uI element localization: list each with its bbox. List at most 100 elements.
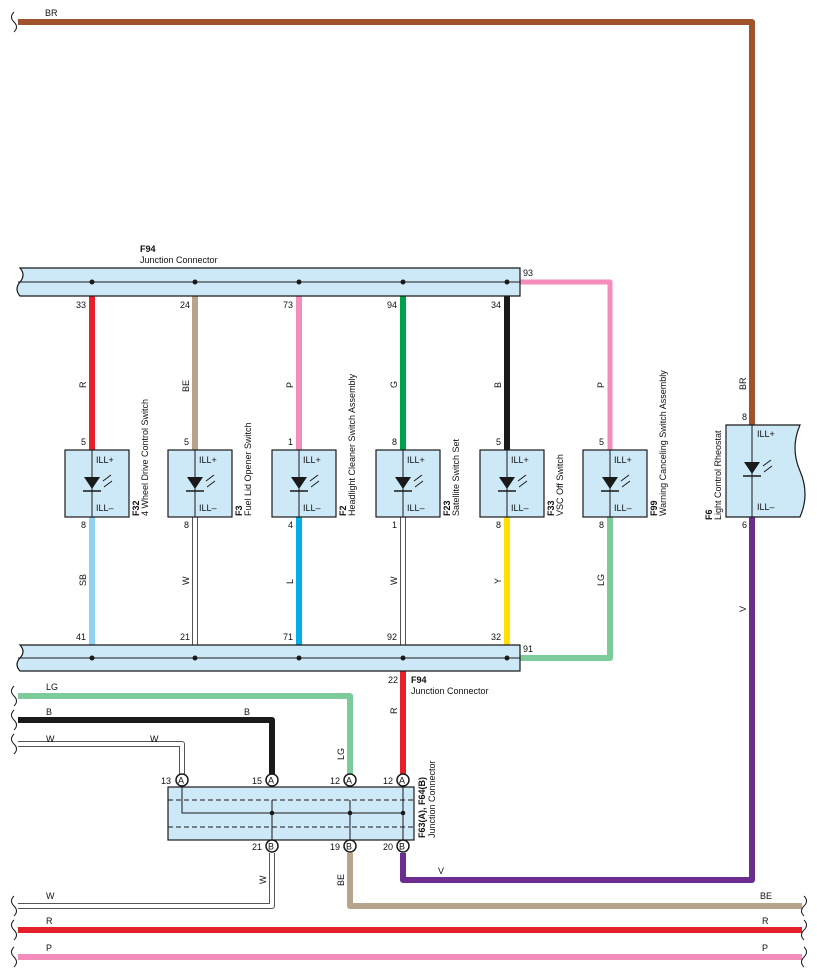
wire-lg-91: [520, 517, 613, 661]
lower-nodes: [89, 655, 510, 661]
switch-ill-plus: ILL+: [96, 455, 114, 465]
pin-91: 91: [523, 644, 533, 654]
f63-pins-a: A A A A 13 15 12 12: [161, 773, 410, 787]
pin-32: 32: [491, 632, 501, 642]
light-ray-icon: [517, 474, 527, 482]
rheostat-f6: ILL+ ILL– 8 6 F6 Light Control Rheostat: [704, 412, 806, 530]
switch-ill-minus: ILL–: [614, 503, 632, 513]
pin-41: 41: [76, 632, 86, 642]
light-ray-icon: [621, 480, 631, 488]
rheostat-name: Light Control Rheostat: [713, 430, 723, 520]
switch-ill-plus: ILL+: [511, 455, 529, 465]
upper-connector-name: Junction Connector: [140, 255, 218, 265]
light-ray-icon: [310, 480, 320, 488]
label-r-33: R: [78, 381, 88, 388]
f63-name: Junction Connector: [427, 760, 437, 838]
pin-94: 94: [387, 300, 397, 310]
switch-body: [582, 449, 648, 518]
switch-pin-bottom: 8: [599, 520, 604, 530]
label-y-32: Y: [493, 578, 503, 584]
switch-name: 4 Wheel Drive Control Switch: [140, 399, 150, 516]
break-marks: [11, 11, 807, 968]
pin-13a: 13: [161, 776, 171, 786]
led-icon: [187, 477, 203, 489]
switch-ref: F3: [234, 505, 244, 516]
label-p-f99: P: [596, 382, 606, 388]
label-sb-41: SB: [78, 574, 88, 586]
switch-body: [375, 449, 441, 518]
break-mark-p-bottom: [11, 946, 17, 968]
light-ray-icon: [413, 474, 423, 482]
label-p-bottom: P: [46, 943, 52, 953]
switch-pin-top: 5: [496, 437, 501, 447]
pin-92: 92: [387, 632, 397, 642]
switch-ref: F2: [338, 505, 348, 516]
label-w-21: W: [181, 576, 191, 585]
break-mark-r-bottom: [11, 919, 17, 941]
switch-body: [479, 449, 545, 518]
label-r-bottom: R: [46, 916, 53, 926]
switch-pin-bottom: 8: [184, 520, 189, 530]
led-icon: [499, 477, 515, 489]
switch-name: Headlight Cleaner Switch Assembly: [347, 373, 357, 516]
f63-ref: F63(A), F64(B): [417, 777, 427, 838]
label-p-73: P: [285, 382, 295, 388]
f63-pins-b: B B B 21 19 20: [252, 839, 410, 853]
pin-letter-a: A: [268, 776, 274, 786]
label-l-71: L: [285, 579, 295, 584]
label-lg-12a: LG: [336, 748, 346, 760]
led-icon: [84, 477, 100, 489]
label-lg-left: LG: [46, 682, 58, 692]
rheostat-pin-top: 8: [742, 412, 747, 422]
label-lg-f99: LG: [596, 574, 606, 586]
wire-b-left: [18, 717, 275, 774]
label-w-92: W: [389, 576, 399, 585]
junction-connector-f63-f64: A A A A 13 15 12 12 B B B 21 19 20 F63(A…: [161, 760, 437, 853]
label-w-13a: W: [150, 734, 159, 744]
switch-name: Fuel Lid Opener Switch: [243, 422, 253, 516]
wire-w-21b-outline: [18, 853, 275, 909]
label-p-bottom-right: P: [762, 943, 768, 953]
pin-21b: 21: [252, 842, 262, 852]
pin-33: 33: [76, 300, 86, 310]
break-mark-w-bottom: [11, 895, 17, 917]
light-ray-icon: [518, 480, 528, 488]
label-be-19b: BE: [336, 874, 346, 886]
switch-ill-minus: ILL–: [511, 503, 529, 513]
switch-pin-top: 5: [81, 437, 86, 447]
switch-ref: F99: [649, 500, 659, 516]
break-mark-be-right: [801, 895, 807, 917]
rheostat-pin-bottom: 6: [742, 520, 747, 530]
pin-19b: 19: [330, 842, 340, 852]
label-r-22: R: [389, 707, 399, 714]
break-mark-br: [11, 11, 17, 33]
pin-12a-2: 12: [383, 776, 393, 786]
pin-letter-b: B: [268, 842, 274, 852]
label-br-top: BR: [45, 8, 58, 18]
pin-letter-b: B: [399, 842, 405, 852]
switch-ill-plus: ILL+: [614, 455, 632, 465]
label-b-34: B: [493, 382, 503, 388]
rheostat-ill-minus: ILL–: [757, 502, 775, 512]
pin-93: 93: [523, 268, 533, 278]
switch-ill-plus: ILL+: [303, 455, 321, 465]
break-mark-b: [11, 709, 17, 731]
wire-w-21b: [18, 853, 274, 908]
switch-pin-top: 5: [599, 437, 604, 447]
pin-34: 34: [491, 300, 501, 310]
pin-letter-b: B: [346, 842, 352, 852]
switch-ref: F23: [442, 500, 452, 516]
pin-letter-a: A: [399, 776, 405, 786]
switch-pin-bottom: 8: [496, 520, 501, 530]
light-ray-icon: [620, 474, 630, 482]
switch-pin-top: 5: [184, 437, 189, 447]
wire-br-top: [18, 19, 755, 425]
light-ray-icon: [309, 474, 319, 482]
label-b-left: B: [46, 707, 52, 717]
label-be-bottom: BE: [760, 891, 772, 901]
